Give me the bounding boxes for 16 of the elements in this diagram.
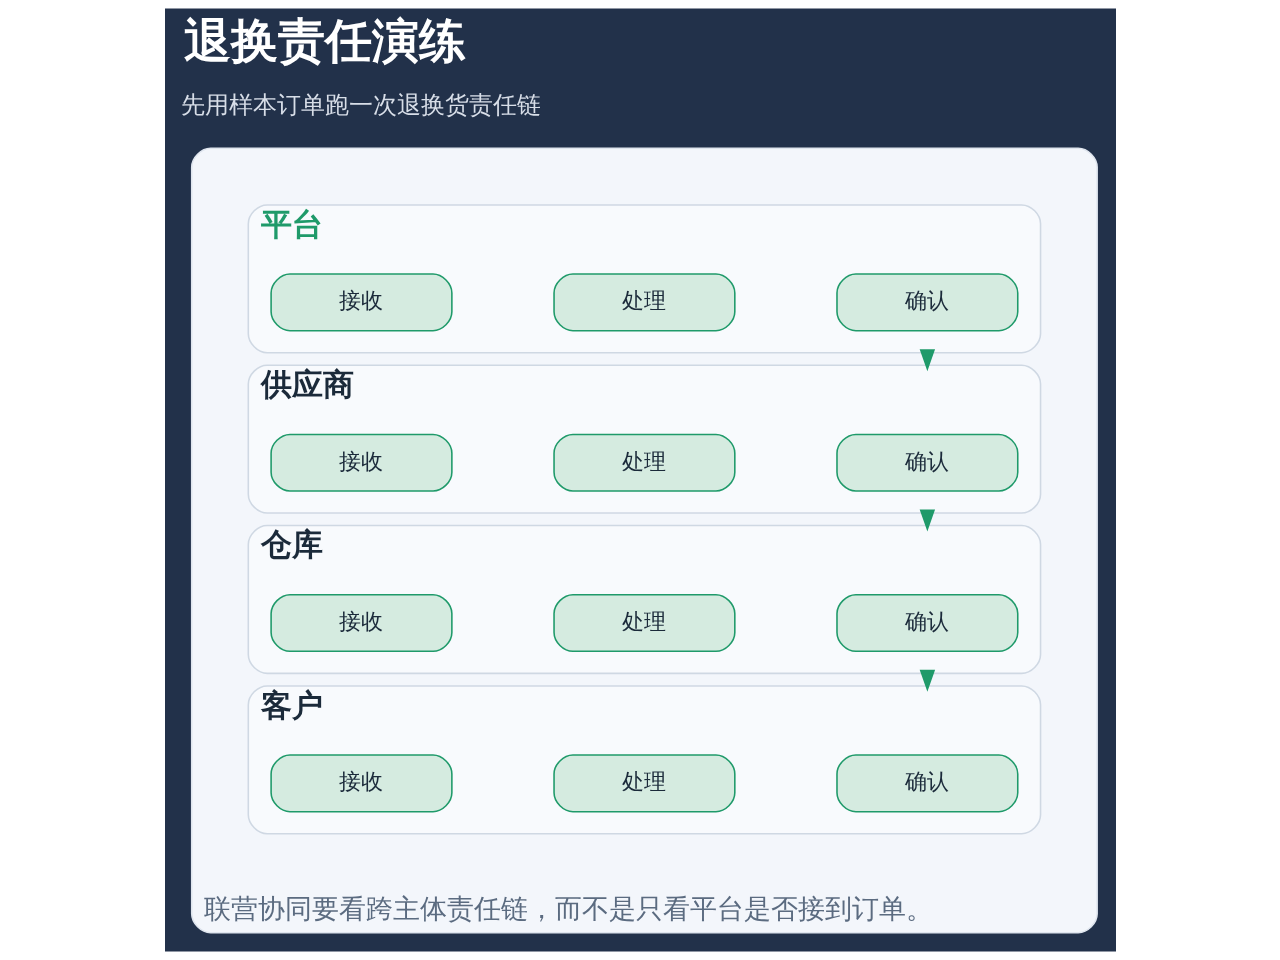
node-box: 接收 [269,593,453,653]
node-box: 处理 [552,433,736,492]
node-box: 确认 [835,593,1019,653]
node-box: 处理 [552,273,736,332]
node-box: 确认 [835,754,1019,813]
label: 先用样本订单跑一次退换货责任链 [180,90,541,119]
arrow [919,509,935,532]
node-box: 接收 [269,754,453,813]
node-box: 确认 [835,273,1019,332]
node-box: 确认 [835,433,1019,492]
node-box: 接收 [269,273,453,332]
diagram-title: 退换责任演练 [183,13,466,69]
node-box: 处理 [552,593,736,653]
node-box: 接收 [269,433,453,492]
node-box: 处理 [552,754,736,813]
arrow [919,669,935,692]
